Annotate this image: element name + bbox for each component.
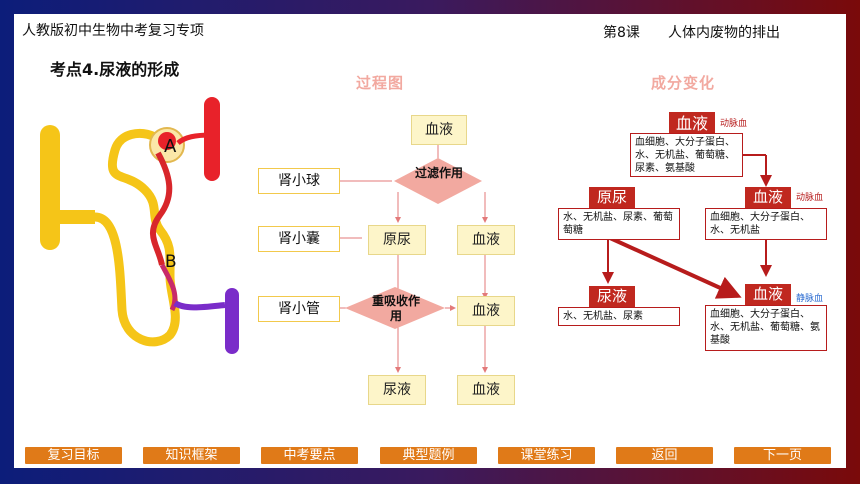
reabsorb-diamond [345,287,445,329]
process-blood-bottom: 血液 [457,375,515,405]
comp-blood-top-note: 动脉血 [720,119,748,129]
process-connectors [340,143,488,373]
process-primary-urine: 原尿 [368,225,426,255]
process-blood-after: 血液 [457,296,515,326]
comp-blood-right-content: 血细胞、大分子蛋白、水、无机盐 [705,208,827,240]
comp-blood-bottom-note: 静脉血 [796,294,824,304]
comp-urine-content: 水、无机盐、尿素 [558,307,680,326]
comp-blood-right-note: 动脉血 [796,193,824,203]
comp-blood-top-label: 血液 [669,112,715,135]
filter-diamond [394,158,482,204]
nephron-illustration: A B [40,97,239,354]
renal-tubule [90,129,180,347]
arrow-reabsorption [609,236,742,299]
process-urine: 尿液 [368,375,426,405]
comp-blood-right-label: 血液 [745,187,791,208]
topic-title: 考点4.尿液的形成 [50,60,180,79]
comp-primary-urine-label: 原尿 [589,187,635,208]
efferent-arteriole [149,151,173,266]
glomerulus [158,132,176,150]
comp-blood-top-content: 血细胞、大分子蛋白、水、无机盐、葡萄糖、尿素、氨基酸 [630,133,743,177]
tag-capsule: 肾小囊 [258,226,340,252]
nav-class-practice[interactable]: 课堂练习 [498,447,595,464]
nav-knowledge-framework[interactable]: 知识框架 [143,447,240,464]
label-a: A [164,136,177,157]
comp-urine-label: 尿液 [589,286,635,307]
lesson-title: 人体内废物的排出 [668,25,780,41]
nav-next-page[interactable]: 下一页 [734,447,831,464]
label-b: B [165,252,177,272]
nav-review-goals[interactable]: 复习目标 [25,447,122,464]
composition-title: 成分变化 [651,74,716,92]
nav-back[interactable]: 返回 [616,447,713,464]
comp-blood-bottom-content: 血细胞、大分子蛋白、水、无机盐、葡萄糖、氨基酸 [705,305,827,351]
filter-label: 过滤作用 [414,166,463,180]
renal-vein-branch [173,300,226,311]
comp-primary-urine-content: 水、无机盐、尿素、葡萄萄糖 [558,208,680,240]
tag-tubule: 肾小管 [258,296,340,322]
tag-glomerulus: 肾小球 [258,168,340,194]
afferent-arteriole [176,132,213,145]
peritubular-capillary [159,263,178,312]
nav-typical-examples[interactable]: 典型题例 [380,447,477,464]
nav-exam-points[interactable]: 中考要点 [261,447,358,464]
comp-blood-bottom-label: 血液 [745,284,791,305]
course-title: 人教版初中生物中考复习专项 [22,23,204,39]
process-blood-mid: 血液 [457,225,515,255]
process-title: 过程图 [356,74,405,92]
lesson-number: 第8课 [603,25,640,41]
reabsorb-label: 重吸收作用 [371,294,420,323]
process-blood-top: 血液 [411,115,467,145]
